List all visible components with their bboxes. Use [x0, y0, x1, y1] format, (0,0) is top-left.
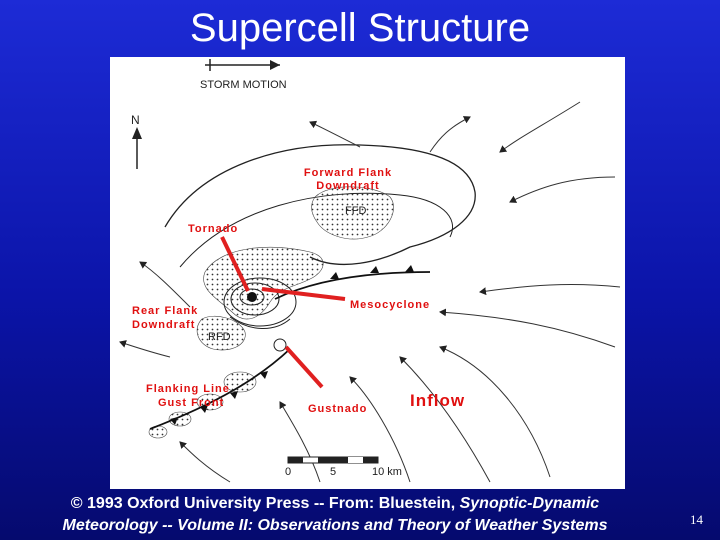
ffd-label-line1: Forward Flank — [304, 167, 392, 179]
ffd-abbr: FFD — [345, 205, 366, 217]
gust-front-label: Gust Front — [158, 397, 224, 409]
tornado-label: Tornado — [188, 223, 238, 235]
flanking-line-cells — [148, 371, 257, 439]
storm-motion-arrow — [205, 59, 280, 71]
scale-bar — [287, 456, 379, 464]
gust-front-barbs — [170, 265, 414, 425]
inflow-label: Inflow — [410, 391, 465, 410]
figure-caption: © 1993 Oxford University Press -- From: … — [0, 493, 670, 537]
rfd-region — [196, 315, 246, 351]
mesocyclone-label: Mesocyclone — [350, 299, 430, 311]
north-label: N — [131, 113, 140, 127]
scale-tick-5: 5 — [330, 466, 336, 478]
caption-line1: © 1993 Oxford University Press -- From: … — [0, 493, 670, 515]
streamlines — [119, 101, 621, 483]
storm-outline — [164, 144, 476, 266]
diagram-svg: STORM MOTION N — [119, 59, 621, 483]
gustnado-label: Gustnado — [308, 403, 367, 415]
storm-motion-label: STORM MOTION — [200, 79, 287, 91]
tornado-core — [247, 292, 257, 302]
hook-echo-region — [203, 246, 324, 320]
flanking-line-label: Flanking Line — [146, 383, 230, 395]
caption-line1-italic: Synoptic-Dynamic — [459, 495, 600, 512]
caption-line2-italic: Meteorology -- Volume II: Observations a… — [62, 517, 608, 534]
rfd-label-line2: Downdraft — [132, 319, 195, 331]
ffd-region — [311, 186, 394, 240]
rfd-abbr: RFD — [208, 331, 231, 343]
north-arrow — [132, 127, 142, 169]
rfd-label-line1: Rear Flank — [132, 305, 198, 317]
caption-line1-prefix: © 1993 Oxford University Press -- From: … — [70, 495, 460, 512]
mesocyclone-swirl — [223, 277, 297, 329]
page-number: 14 — [690, 512, 703, 527]
scale-tick-0: 0 — [285, 466, 291, 478]
gustnado-vortex — [273, 338, 287, 352]
ffd-label-line2: Downdraft — [316, 180, 379, 192]
caption-line2: Meteorology -- Volume II: Observations a… — [0, 515, 670, 537]
scale-tick-10: 10 km — [372, 466, 402, 478]
annotation-pointers — [220, 236, 346, 389]
supercell-diagram: STORM MOTION N — [110, 57, 625, 489]
slide-title: Supercell Structure — [189, 6, 531, 50]
